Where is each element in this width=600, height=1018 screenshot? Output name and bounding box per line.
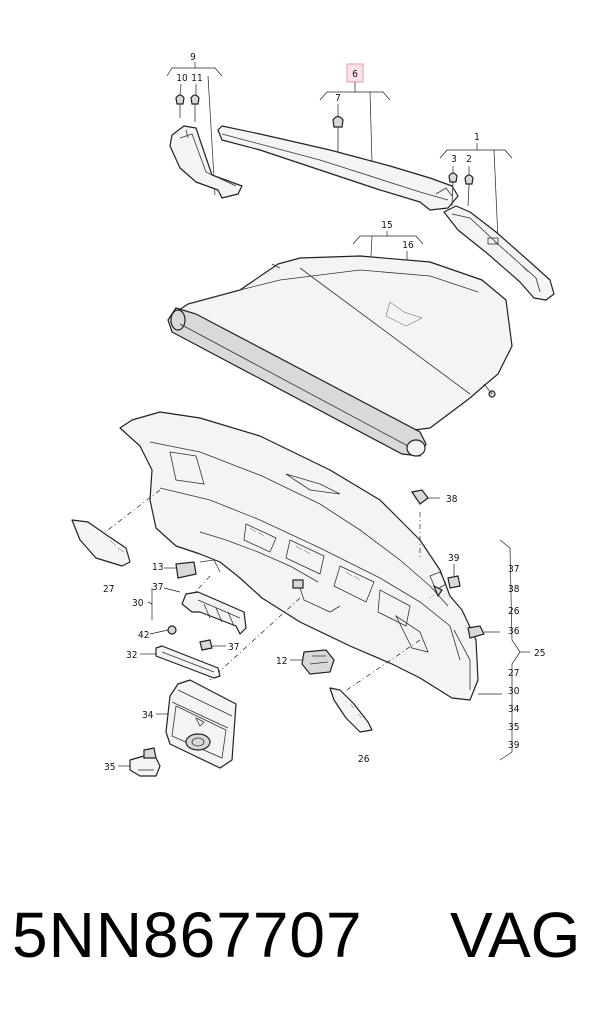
upper-trim-group: 6 7: [217, 63, 459, 211]
group-25-bracket: 25 37 38 26 36 27 30 34 35 39: [478, 539, 545, 761]
callout-42[interactable]: 42: [138, 630, 149, 641]
bracket-item-1[interactable]: 38: [508, 584, 520, 595]
bracket-item-6[interactable]: 34: [508, 704, 520, 715]
callout-32[interactable]: 32: [126, 650, 137, 661]
bracket-item-0[interactable]: 37: [508, 564, 519, 575]
callout-2[interactable]: 2: [466, 154, 472, 165]
handle-housing-34: 34: [142, 679, 237, 769]
callout-26[interactable]: 26: [358, 754, 370, 765]
right-cover-26: 26: [329, 687, 373, 765]
callout-13[interactable]: 13: [152, 562, 163, 573]
callout-12[interactable]: 12: [276, 656, 287, 667]
callout-11[interactable]: 11: [191, 73, 202, 84]
right-pillar-trim-group: 1 3 2: [439, 132, 555, 301]
callout-1[interactable]: 1: [474, 132, 480, 143]
bracket-item-4[interactable]: 27: [508, 668, 519, 679]
callout-15[interactable]: 15: [381, 220, 392, 231]
bracket-item-3[interactable]: 36: [508, 626, 520, 637]
callout-35[interactable]: 35: [104, 762, 115, 773]
left-pillar-trim-group: 9 10 11: [166, 52, 243, 199]
callout-27[interactable]: 27: [103, 584, 114, 595]
bracket-item-2[interactable]: 26: [508, 606, 520, 617]
callout-37b[interactable]: 37: [228, 642, 239, 653]
tailgate-trim-panel: [99, 411, 479, 701]
switch-12: 12: [276, 649, 335, 675]
callout-3[interactable]: 3: [451, 154, 457, 165]
callout-37[interactable]: 37: [152, 582, 163, 593]
callout-9[interactable]: 9: [190, 52, 196, 63]
callout-25[interactable]: 25: [534, 648, 545, 659]
callout-10[interactable]: 10: [176, 73, 188, 84]
callout-34[interactable]: 34: [142, 710, 154, 721]
brand-label: VAG: [450, 899, 581, 971]
callout-6[interactable]: 6: [352, 69, 358, 80]
bracket-item-5[interactable]: 30: [508, 686, 520, 697]
lower-left-parts: 13 37 30 42 37 32: [126, 561, 247, 679]
left-cover-27: 27: [71, 519, 131, 595]
luggage-cover-group: 15 16: [167, 220, 513, 457]
right-clips-group: 38 39: [411, 489, 500, 639]
callout-16[interactable]: 16: [402, 240, 414, 251]
callout-39[interactable]: 39: [448, 553, 460, 564]
bracket-item-7[interactable]: 35: [508, 722, 519, 733]
part-number: 5NN867707: [12, 899, 363, 971]
callout-30[interactable]: 30: [132, 598, 144, 609]
callout-38[interactable]: 38: [446, 494, 458, 505]
latch-35: 35: [104, 747, 161, 777]
callout-7[interactable]: 7: [335, 93, 341, 104]
bracket-item-8[interactable]: 39: [508, 740, 520, 751]
parts-diagram: 9 10 11 6 7 1 3 2: [71, 52, 555, 777]
